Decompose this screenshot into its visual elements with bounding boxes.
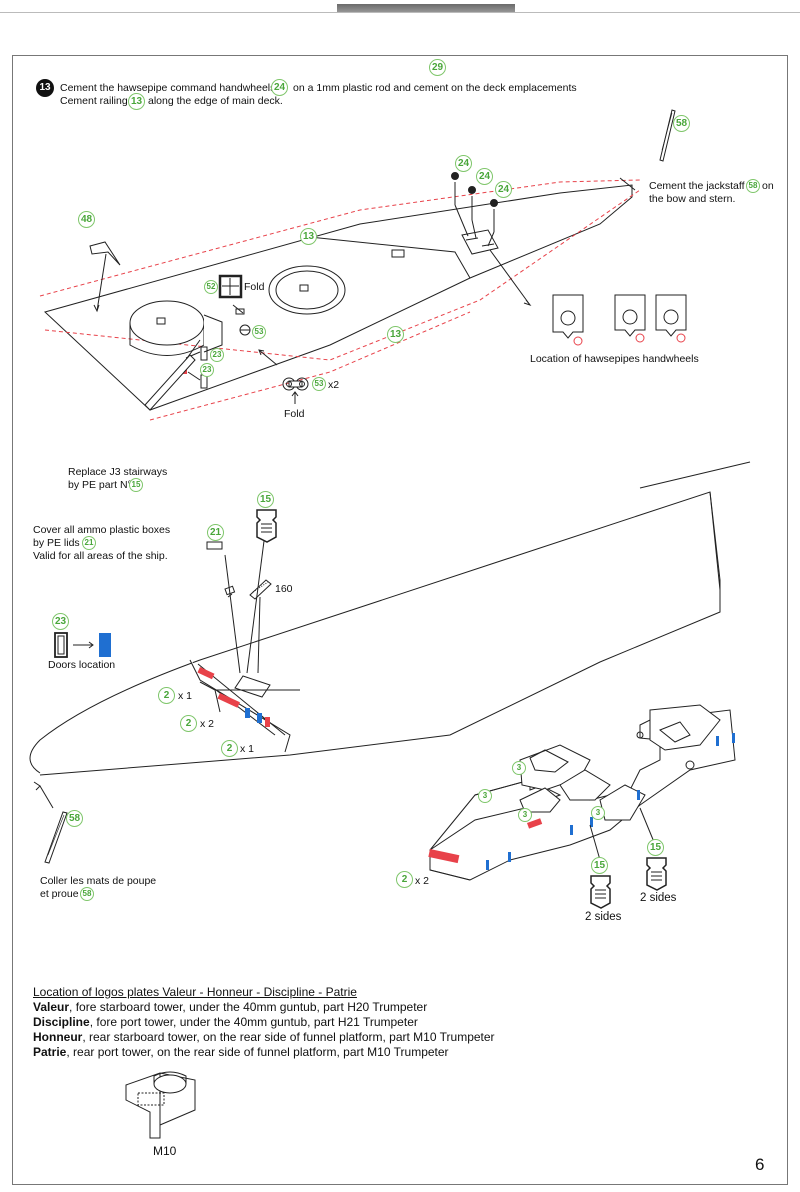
part-ref-3: 3 — [518, 808, 532, 822]
top-binding-bar — [337, 4, 515, 13]
step-line-1: Cement the hawsepipe command handwheels — [60, 82, 276, 94]
part-ref-24: 24 — [495, 181, 512, 198]
ammo-note-2: by PE lids — [33, 537, 80, 549]
logo-row-honneur: Honneur, rear starboard tower, on the re… — [33, 1030, 495, 1044]
part-ref-13: 13 — [387, 326, 404, 343]
superstructure — [429, 704, 736, 881]
part-ref-24: 24 — [476, 168, 493, 185]
step-line-1b: on a 1mm plastic rod and cement on the d… — [293, 82, 577, 94]
page-frame — [12, 55, 788, 1185]
part-ref-3: 3 — [512, 761, 526, 775]
part-ref-13: 13 — [300, 228, 317, 245]
part-ref-13: 13 — [128, 93, 145, 110]
jackstaff-note: Cement the jackstaff — [649, 180, 745, 192]
jackstaff-note-on: on — [762, 180, 774, 192]
part-ref-52: 52 — [204, 280, 218, 294]
part-ref-3: 3 — [478, 789, 492, 803]
stairs-note-1: Replace J3 stairways — [68, 466, 168, 478]
step-number-badge: 13 — [36, 79, 54, 97]
part-ref-53: 53 — [312, 377, 326, 391]
part-ref-23: 23 — [210, 348, 224, 362]
logo-row-patrie: Patrie, rear port tower, on the rear sid… — [33, 1045, 449, 1059]
logo-row-valeur: Valeur, fore starboard tower, under the … — [33, 1000, 428, 1014]
railing-starboard — [44, 189, 641, 361]
part-ref-2: 2 — [221, 740, 238, 757]
part-ref-3: 3 — [591, 806, 605, 820]
logos-title: Location of logos plates Valeur - Honneu… — [33, 985, 357, 999]
step-line-2: Cement railing — [60, 95, 128, 107]
doors-label: Doors location — [48, 659, 116, 671]
part-ref-15: 15 — [591, 857, 608, 874]
hawsepipe-plates — [552, 294, 687, 346]
stair-pe-icon — [256, 509, 277, 543]
part-ref-15: 15 — [257, 491, 274, 508]
quantity-label: x2 — [328, 379, 340, 391]
ammo-note-3: Valid for all areas of the ship. — [33, 550, 168, 562]
part-ref-23: 23 — [52, 613, 69, 630]
part-ref-58: 58 — [673, 115, 690, 132]
sides-label: 2 sides — [640, 892, 677, 904]
part-ref-53: 53 — [252, 325, 266, 339]
quantity-label: x 2 — [200, 718, 215, 730]
m10-part — [125, 1071, 196, 1139]
mats-note-1: Coller les mats de poupe — [40, 875, 157, 887]
fold-label: Fold — [244, 281, 265, 293]
part-ref-58: 58 — [66, 810, 83, 827]
part-ref-24: 24 — [271, 79, 288, 96]
quantity-label: x 1 — [178, 690, 193, 702]
part-ref-48: 48 — [78, 211, 95, 228]
part-ref-58: 58 — [80, 887, 94, 901]
stair-pe-icon-b — [590, 857, 667, 909]
mats-note-2: et proue — [40, 888, 79, 900]
sides-label: 2 sides — [585, 911, 622, 923]
jackstaff-note-2: the bow and stern. — [649, 193, 736, 205]
deck-hatch — [391, 249, 405, 258]
part-ref-23: 23 — [200, 363, 214, 377]
part-ref-24: 24 — [455, 155, 472, 172]
part-ref-2: 2 — [180, 715, 197, 732]
quantity-label: x 1 — [240, 743, 255, 755]
part-ref-15: 15 — [647, 839, 664, 856]
step-line-2b: along the edge of main deck. — [148, 95, 283, 107]
part-ref-29: 29 — [429, 59, 446, 76]
quantity-label: x 2 — [415, 875, 430, 887]
part-ref-15: 15 — [129, 478, 143, 492]
part-ref-2: 2 — [396, 871, 413, 888]
top-rule — [0, 12, 800, 13]
fold-label: Fold — [284, 408, 305, 420]
part-ref-2: 2 — [158, 687, 175, 704]
turret-rear — [268, 265, 346, 315]
page-number: 6 — [755, 1155, 765, 1174]
logo-row-discipline: Discipline, fore port tower, under the 4… — [33, 1015, 418, 1029]
count-160: 160 — [275, 583, 293, 595]
part-ref-21: 21 — [82, 536, 96, 550]
m10-label: M10 — [153, 1144, 177, 1158]
part-ref-58: 58 — [746, 179, 760, 193]
part-ref-21: 21 — [207, 524, 224, 541]
ammo-note-1: Cover all ammo plastic boxes — [33, 524, 171, 536]
hawsepipes-caption: Location of hawsepipes handwheels — [530, 353, 699, 365]
stairs-note-2: by PE part N° — [68, 479, 132, 491]
hull-outline — [29, 461, 751, 776]
